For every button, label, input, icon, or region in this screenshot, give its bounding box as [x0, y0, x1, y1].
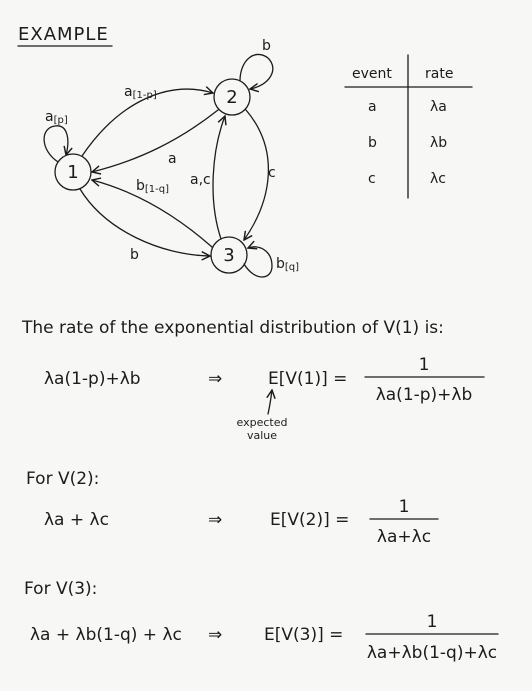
edge-2-to-3-label: c [268, 165, 276, 181]
implies-arrow: ⇒ [208, 510, 222, 530]
expectation-label: E[V(2)] = [270, 510, 349, 530]
table-row-rate: λc [430, 171, 446, 187]
table-row-event: c [368, 171, 376, 187]
state-node-1: 1 [54, 153, 92, 191]
edge-2-to-1-label: a [168, 151, 177, 167]
edge-1-to-2-label: a[1-p] [124, 84, 157, 101]
fraction-numerator: 1 [419, 355, 430, 375]
state-node-3: 3 [210, 236, 248, 274]
fraction-denominator: λa+λb(1-q)+λc [367, 643, 497, 663]
edge-2-to-2 [239, 53, 274, 89]
state-diagram: 1 2 3 a[p] a[1-p] b a c a,c b[1-q] [43, 38, 299, 278]
table-row-event: a [368, 99, 377, 115]
implies-arrow: ⇒ [208, 369, 222, 389]
annotation-arrow [268, 390, 272, 415]
edge-1-to-3 [79, 188, 210, 256]
table-row-rate: λa [430, 99, 447, 115]
fraction-denominator: λa(1-p)+λb [376, 385, 473, 405]
edge-1-to-1-label: a[p] [45, 109, 68, 126]
section-heading: For V(2): [26, 469, 99, 489]
expectation-label: E[V(1)] = [268, 369, 347, 389]
rate-expression: λa(1-p)+λb [44, 369, 141, 389]
edge-1-to-1 [43, 125, 68, 163]
edge-3-to-3-label: b[q] [276, 256, 299, 273]
fraction-numerator: 1 [399, 497, 410, 517]
edge-3-to-2 [212, 116, 225, 240]
fraction-denominator: λa+λc [377, 527, 431, 547]
edge-1-to-2 [81, 89, 213, 157]
rate-expression: λa + λc [44, 510, 109, 530]
state-node-3-label: 3 [223, 245, 234, 266]
section-heading: For V(3): [24, 579, 97, 599]
edge-2-to-3 [244, 109, 270, 240]
table-row-event: b [368, 135, 377, 151]
edge-3-to-2-label: a,c [190, 172, 211, 188]
edge-2-to-1 [92, 109, 219, 172]
edge-3-to-3 [243, 247, 273, 278]
edge-3-to-1-label: b[1-q] [136, 178, 169, 195]
table-row-rate: λb [430, 135, 447, 151]
fraction-numerator: 1 [427, 612, 438, 632]
state-node-1-label: 1 [67, 162, 78, 183]
intro-text: The rate of the exponential distribution… [21, 318, 444, 338]
formula-v2: For V(2): λa + λc ⇒ E[V(2)] = 1 λa+λc [26, 469, 439, 547]
edge-1-to-3-label: b [130, 247, 139, 263]
page-title: EXAMPLE [18, 24, 109, 45]
table-header-event: event [352, 66, 392, 82]
rate-table: event rate a λa b λb c λc [344, 54, 473, 199]
table-header-rate: rate [425, 66, 453, 82]
formula-v1: λa(1-p)+λb ⇒ E[V(1)] = 1 λa(1-p)+λb expe… [44, 355, 485, 442]
formula-v3: For V(3): λa + λb(1-q) + λc ⇒ E[V(3)] = … [24, 579, 499, 663]
edge-3-to-1 [92, 180, 213, 248]
expectation-label: E[V(3)] = [264, 625, 343, 645]
state-node-2: 2 [213, 78, 251, 116]
implies-arrow: ⇒ [208, 625, 222, 645]
edge-2-to-2-label: b [262, 38, 271, 54]
state-node-2-label: 2 [226, 87, 237, 108]
rate-expression: λa + λb(1-q) + λc [30, 625, 182, 645]
